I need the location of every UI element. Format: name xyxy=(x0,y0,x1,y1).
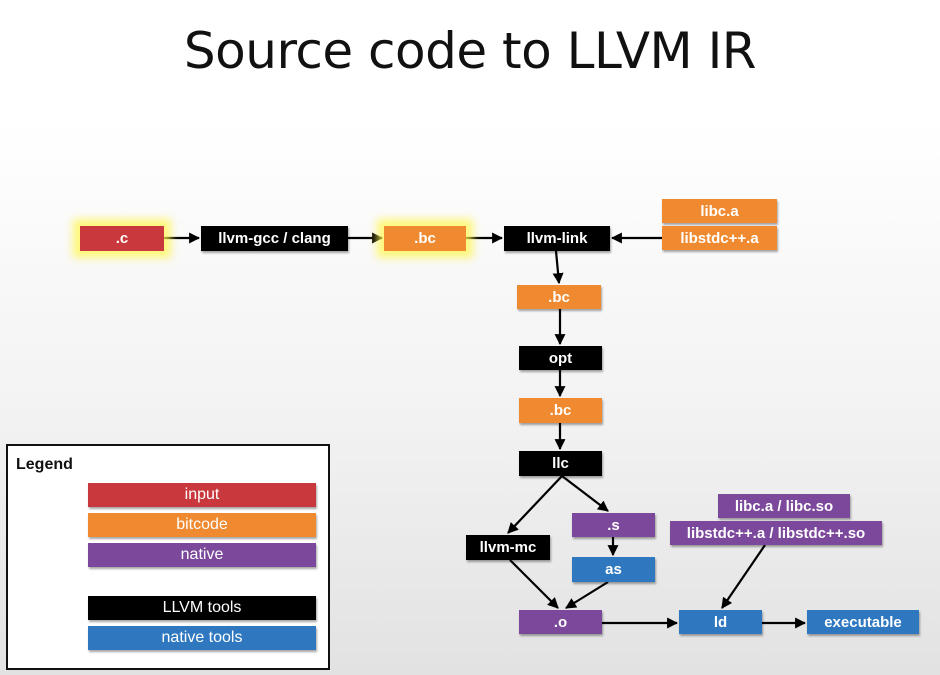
legend-title: Legend xyxy=(16,456,73,473)
arrow-llvm-mc-to-o xyxy=(509,559,559,609)
llvm-gcc-clang-tool: llvm-gcc / clang xyxy=(201,226,348,251)
assembly-s-file: .s xyxy=(572,513,655,537)
libstdcxx-so-native: libstdc++.a / libstdc++.so xyxy=(670,521,882,545)
legend-input: input xyxy=(88,483,316,507)
opt-tool: opt xyxy=(519,346,602,370)
arrow-llc-to-llvm-mc xyxy=(507,475,563,534)
libstdcxx-a-bitcode: libstdc++.a xyxy=(662,226,777,250)
legend: Legend input bitcode native LLVM tools n… xyxy=(6,444,330,670)
as-tool: as xyxy=(572,557,655,582)
page-title: Source code to LLVM IR xyxy=(183,22,757,80)
llvm-mc-tool: llvm-mc xyxy=(466,535,550,560)
libc-a-bitcode: libc.a xyxy=(662,199,777,223)
arrow-libs-to-ld xyxy=(721,544,766,609)
legend-llvm-tools: LLVM tools xyxy=(88,596,316,620)
legend-native-tools: native tools xyxy=(88,626,316,650)
legend-bitcode: bitcode xyxy=(88,513,316,537)
llvm-link-tool: llvm-link xyxy=(504,226,610,251)
bitcode-bc-1: .bc xyxy=(384,226,466,251)
executable-output: executable xyxy=(807,610,919,634)
ld-tool: ld xyxy=(679,610,762,634)
arrow-llc-to-s xyxy=(561,475,609,512)
libc-so-native: libc.a / libc.so xyxy=(718,494,850,518)
object-o-file: .o xyxy=(519,610,602,634)
arrow-llvm-link-to-bc xyxy=(552,250,564,285)
bitcode-bc-2: .bc xyxy=(517,285,601,309)
input-c-file: .c xyxy=(80,226,164,251)
bitcode-bc-3: .bc xyxy=(519,398,602,423)
llc-tool: llc xyxy=(519,451,602,476)
arrow-as-to-o xyxy=(565,581,609,609)
legend-native: native xyxy=(88,543,316,567)
